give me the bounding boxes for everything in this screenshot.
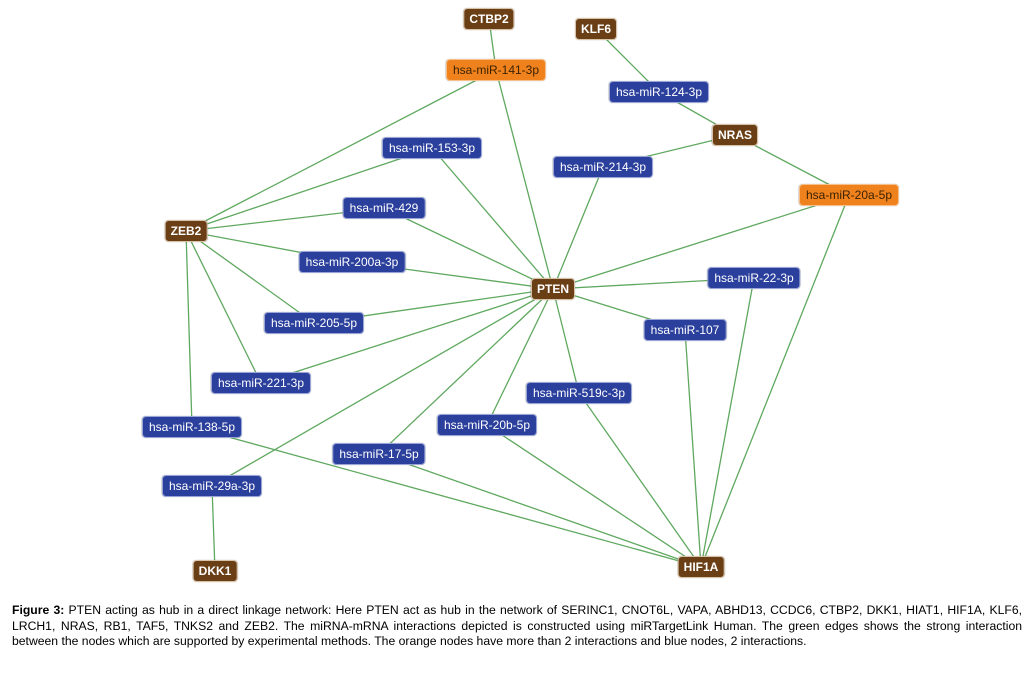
node-mir-519c-3p[interactable]: hsa-miR-519c-3p [525,382,633,404]
edge-mir-29a-3p-pten [211,288,554,487]
node-mir-124-3p[interactable]: hsa-miR-124-3p [608,81,710,103]
edge-mir-20b-5p-pten [486,288,554,426]
edge-mir-20b-5p-hif1a [486,424,702,568]
caption-label: Figure 3: [12,603,65,617]
edge-mir-20a-5p-hif1a [700,194,850,568]
node-mir-29a-3p[interactable]: hsa-miR-29a-3p [161,475,263,497]
edge-mir-221-3p-zeb2 [185,230,262,384]
node-mir-141-3p[interactable]: hsa-miR-141-3p [445,59,547,81]
edge-mir-22-3p-hif1a [700,277,755,568]
node-mir-107[interactable]: hsa-miR-107 [643,319,727,341]
edge-mir-17-5p-hif1a [378,453,702,568]
edge-mir-153-3p-zeb2 [185,147,433,232]
node-klf6[interactable]: KLF6 [575,18,617,40]
node-dkk1[interactable]: DKK1 [192,560,238,582]
node-zeb2[interactable]: ZEB2 [164,220,208,242]
node-nras[interactable]: NRAS [711,124,759,146]
edge-mir-153-3p-pten [431,147,554,290]
edge-mir-29a-3p-dkk1 [211,485,216,572]
edge-mir-519c-3p-hif1a [578,392,702,568]
edge-mir-138-5p-hif1a [191,426,702,568]
figure-caption: Figure 3: PTEN acting as hub in a direct… [12,603,1022,650]
edge-mir-107-hif1a [684,329,702,568]
node-mir-22-3p[interactable]: hsa-miR-22-3p [707,267,801,289]
node-mir-205-5p[interactable]: hsa-miR-205-5p [263,312,365,334]
edge-mir-205-5p-zeb2 [185,230,315,324]
node-mir-20b-5p[interactable]: hsa-miR-20b-5p [436,414,538,436]
caption-text: PTEN acting as hub in a direct linkage n… [12,603,1022,648]
edge-mir-138-5p-zeb2 [185,230,193,428]
node-mir-200a-3p[interactable]: hsa-miR-200a-3p [298,251,406,273]
edge-mir-214-3p-pten [552,166,604,290]
node-pten[interactable]: PTEN [530,278,576,300]
edge-mir-17-5p-pten [378,288,554,455]
node-hif1a[interactable]: HIF1A [677,556,725,578]
edge-mir-141-3p-zeb2 [185,69,497,232]
node-mir-221-3p[interactable]: hsa-miR-221-3p [210,372,312,394]
node-ctbp2[interactable]: CTBP2 [463,8,515,30]
edge-mir-20a-5p-pten [552,194,850,290]
edge-layer [185,18,850,572]
node-mir-429[interactable]: hsa-miR-429 [342,197,426,219]
node-mir-138-5p[interactable]: hsa-miR-138-5p [141,416,243,438]
edge-mir-519c-3p-pten [552,288,580,394]
node-mir-214-3p[interactable]: hsa-miR-214-3p [552,156,654,178]
edge-mir-221-3p-pten [260,288,554,384]
node-mir-153-3p[interactable]: hsa-miR-153-3p [381,137,483,159]
edge-mir-141-3p-pten [495,69,554,290]
node-mir-20a-5p[interactable]: hsa-miR-20a-5p [798,184,900,206]
edge-mir-429-pten [383,207,554,290]
node-mir-17-5p[interactable]: hsa-miR-17-5p [332,443,426,465]
